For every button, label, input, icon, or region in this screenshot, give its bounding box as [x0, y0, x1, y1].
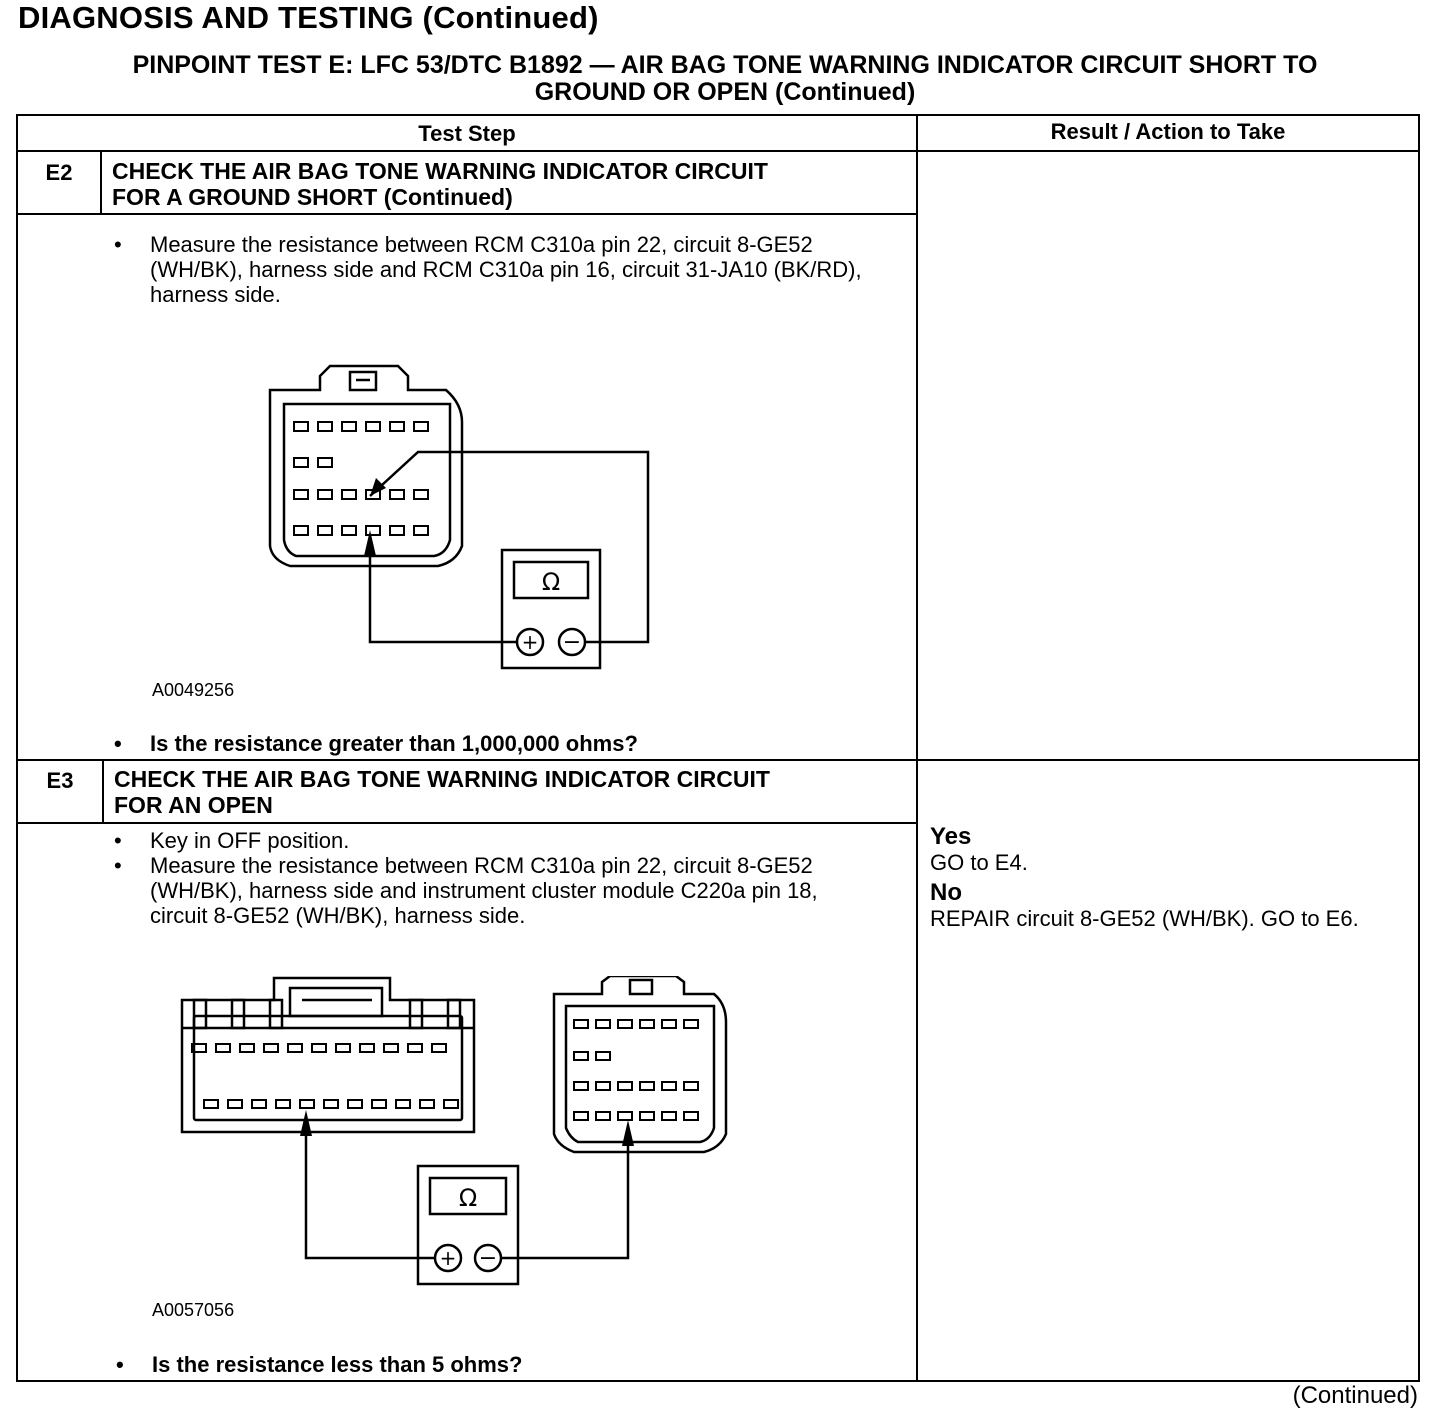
question-e2: • Is the resistance greater than 1,000,00…: [114, 731, 638, 757]
test-table: Test Step Result / Action to Take E2 CHE…: [16, 114, 1420, 1382]
result-no-action: REPAIR circuit 8-GE52 (WH/BK). GO to E6.: [930, 906, 1359, 931]
bullet: •: [114, 853, 122, 878]
page-title: DIAGNOSIS AND TESTING (Continued): [18, 0, 599, 35]
instruction-text: Measure the resistance between RCM C310a…: [150, 853, 818, 928]
rcm-pins: [573, 1019, 699, 1121]
column-divider: [916, 116, 918, 1380]
result-yes-action: GO to E4.: [930, 850, 1028, 875]
ohm-symbol: Ω: [459, 1184, 477, 1212]
negative-lead: [501, 1126, 630, 1260]
step-heading-e2-line2: FOR A GROUND SHORT (Continued): [112, 184, 513, 210]
svg-text:+: +: [522, 630, 539, 654]
step-heading-e3-line1: CHECK THE AIR BAG TONE WARNING INDICATOR…: [114, 766, 770, 792]
header-result-action: Result / Action to Take: [1050, 119, 1286, 144]
e3-connector-diagram: Ω + −: [180, 976, 728, 1286]
list-item: • Measure the resistance between RCM C310…: [114, 232, 864, 307]
step-id-divider: [102, 761, 104, 823]
svg-text:+: +: [440, 1246, 457, 1270]
ohm-symbol: Ω: [542, 568, 560, 596]
step-heading-divider: [18, 213, 916, 215]
bullet: •: [114, 828, 122, 853]
continued-footer: (Continued): [1292, 1382, 1418, 1409]
list-item: • Key in OFF position.: [114, 828, 874, 853]
step-id-e3: E3: [46, 768, 74, 793]
instruction-text: Measure the resistance between RCM C310a…: [150, 232, 862, 307]
step-e3-instructions: • Key in OFF position. • Measure the resis…: [114, 828, 874, 928]
row-divider: [18, 759, 1418, 761]
result-yes-label: Yes: [930, 823, 972, 850]
figure-id-e3: A0057056: [152, 1300, 235, 1320]
connector-pins: [293, 421, 429, 536]
bullet: •: [114, 232, 122, 257]
rcm-connector-outline: [268, 364, 464, 568]
ohmmeter: Ω + −: [416, 1164, 520, 1286]
step-id-divider: [100, 152, 102, 214]
cluster-connector-outline: [180, 976, 476, 1134]
header-test-step: Test Step: [418, 121, 516, 146]
svg-text:−: −: [563, 630, 581, 655]
e2-connector-diagram: Ω + −: [268, 364, 650, 670]
question-text: Is the resistance less than 5 ohms?: [152, 1352, 523, 1377]
step-heading-e2-line1: CHECK THE AIR BAG TONE WARNING INDICATOR…: [112, 158, 768, 184]
positive-lead: [304, 1116, 435, 1260]
negative-lead: [369, 450, 650, 644]
step-heading-e3-line2: FOR AN OPEN: [114, 792, 273, 818]
result-e3: Yes GO to E4. No REPAIR circuit 8-GE52 (…: [930, 824, 1410, 932]
header-divider: [18, 150, 1418, 152]
rcm-connector-outline: [552, 976, 728, 1154]
instruction-text: Key in OFF position.: [150, 828, 350, 853]
list-item: • Measure the resistance between RCM C310…: [114, 853, 874, 928]
pinpoint-test-title: PINPOINT TEST E: LFC 53/DTC B1892 — AIR …: [20, 52, 1430, 106]
step-heading-e2: CHECK THE AIR BAG TONE WARNING INDICATOR…: [112, 158, 768, 210]
step-id-e2: E2: [45, 160, 73, 185]
bullet: •: [114, 731, 122, 756]
step-e2-instructions: • Measure the resistance between RCM C310…: [114, 232, 864, 307]
positive-lead: [368, 536, 517, 644]
svg-text:−: −: [479, 1246, 497, 1271]
result-no-label: No: [930, 879, 962, 906]
figure-id-e2: A0049256: [152, 680, 235, 700]
test-title-line-1: PINPOINT TEST E: LFC 53/DTC B1892 — AIR …: [132, 51, 1318, 79]
question-text: Is the resistance greater than 1,000,000…: [150, 731, 638, 756]
question-e3: • Is the resistance less than 5 ohms?: [116, 1352, 522, 1378]
cluster-pins: [191, 1043, 459, 1109]
ohmmeter: Ω + −: [500, 548, 602, 670]
step-heading-e3: CHECK THE AIR BAG TONE WARNING INDICATOR…: [114, 766, 770, 818]
test-title-line-2: GROUND OR OPEN (Continued): [534, 78, 916, 106]
bullet: •: [116, 1352, 124, 1377]
step-heading-divider: [18, 822, 916, 824]
